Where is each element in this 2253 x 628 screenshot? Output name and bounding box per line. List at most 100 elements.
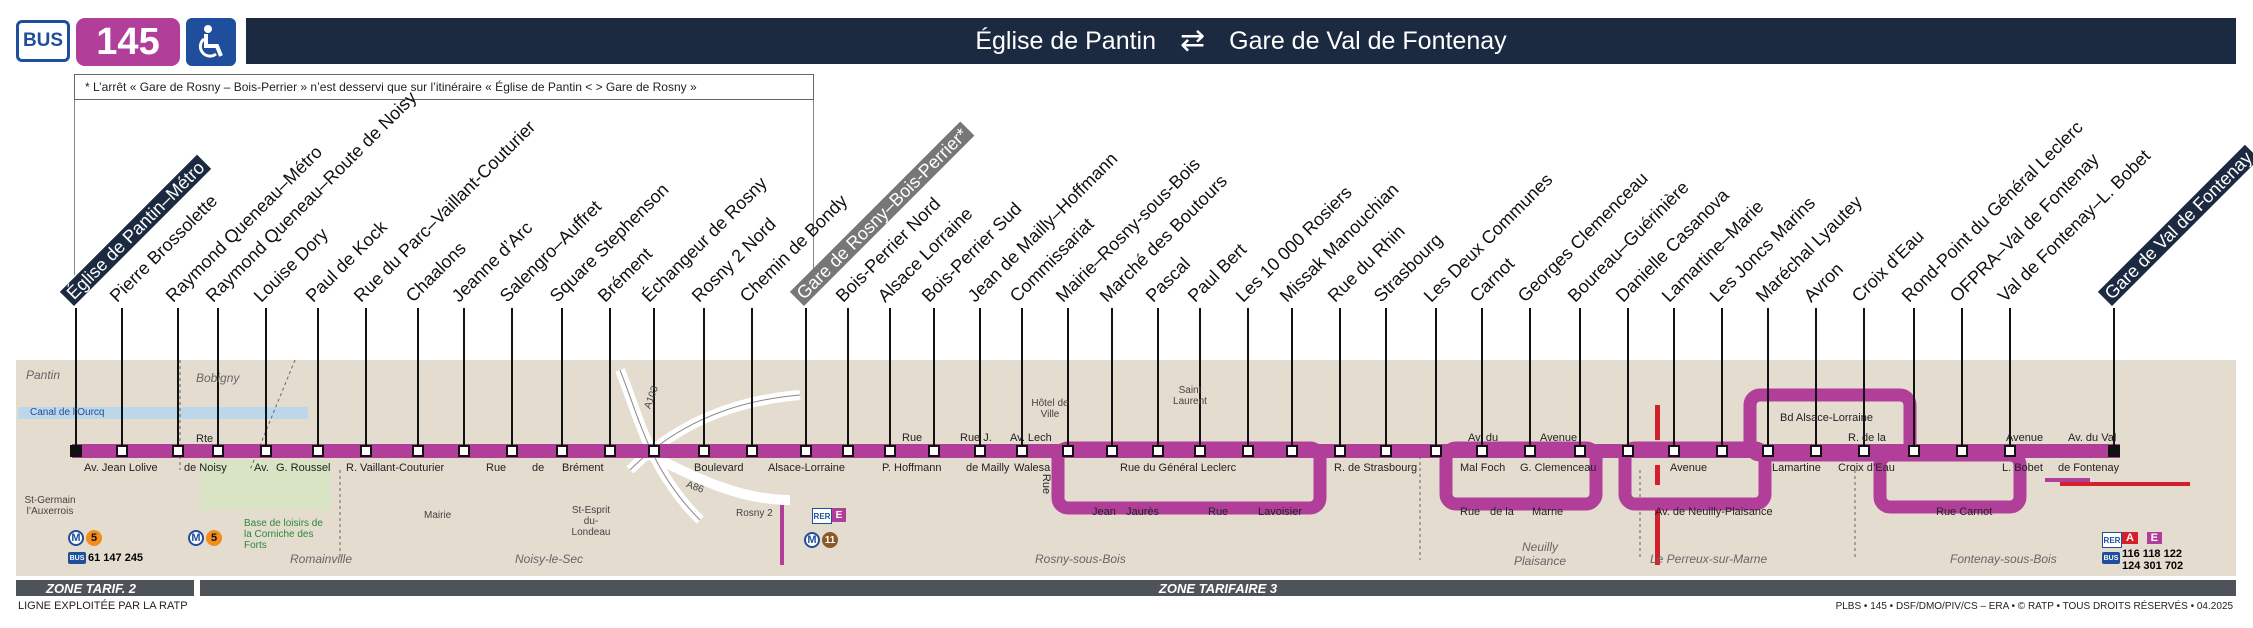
stop-marker[interactable]	[1908, 445, 1920, 457]
street-label: P. Hoffmann	[882, 462, 942, 474]
stop-marker[interactable]	[1242, 445, 1254, 457]
stop-marker[interactable]	[698, 445, 710, 457]
canal	[18, 407, 308, 419]
street-label: Av. Jean Lolive	[84, 462, 158, 474]
street-label: G. Roussel	[276, 462, 331, 474]
place-label: Canal de l’Ourcq	[30, 407, 105, 418]
street-label: Jean	[1092, 506, 1116, 518]
stop-marker[interactable]	[2004, 445, 2016, 457]
rer-line-badge: E	[832, 508, 846, 522]
highway	[637, 445, 791, 505]
stop-stem	[317, 308, 319, 448]
stop-marker[interactable]	[746, 445, 758, 457]
stop-marker[interactable]	[1152, 445, 1164, 457]
stop-marker[interactable]	[1334, 445, 1346, 457]
street-label: Marne	[1532, 506, 1564, 518]
stop-marker[interactable]	[648, 445, 660, 457]
stop-marker[interactable]	[1016, 445, 1028, 457]
credits-text: PLBS • 145 • DSF/DMO/PIV/CS – ERA • © RA…	[1835, 601, 2233, 612]
stop-marker[interactable]	[556, 445, 568, 457]
stop-marker[interactable]	[1106, 445, 1118, 457]
street-label: Av. du Val	[2068, 432, 2117, 444]
stop-stem	[121, 308, 123, 448]
town-label: Neuilly Plaisance	[1513, 540, 1567, 568]
street-label: L. Bobet	[2002, 462, 2043, 474]
stop-marker[interactable]	[1716, 445, 1728, 457]
stop-marker[interactable]	[70, 445, 82, 457]
stop-stem	[1627, 308, 1629, 448]
stop-stem	[1579, 308, 1581, 448]
street-label: Avenue	[2006, 432, 2044, 444]
stop-marker[interactable]	[1810, 445, 1822, 457]
stop-marker[interactable]	[312, 445, 324, 457]
stop-marker[interactable]	[1430, 445, 1442, 457]
metro-icon: M	[804, 532, 820, 548]
street-label: Av. du	[1468, 432, 1499, 444]
stop-marker[interactable]	[1622, 445, 1634, 457]
street-label: Rue Carnot	[1936, 506, 1993, 518]
rer-line-badges: A E	[2122, 530, 2162, 546]
route-loop	[1051, 441, 1327, 515]
metro-icon: M	[68, 530, 84, 546]
stop-marker[interactable]	[1286, 445, 1298, 457]
stop-marker[interactable]	[884, 445, 896, 457]
stop-marker[interactable]	[604, 445, 616, 457]
street-label: de la	[1490, 506, 1514, 518]
stop-marker[interactable]	[116, 445, 128, 457]
stop-marker[interactable]	[1524, 445, 1536, 457]
town-label: Romainville	[290, 552, 353, 566]
stop-marker[interactable]	[172, 445, 184, 457]
stop-marker[interactable]	[360, 445, 372, 457]
stop-marker[interactable]	[1062, 445, 1074, 457]
stop-marker[interactable]	[1668, 445, 1680, 457]
stop-stem	[1863, 308, 1865, 448]
street-label: Avenue	[1670, 462, 1708, 474]
street-label: R. de Strasbourg	[1334, 462, 1418, 474]
stop-marker[interactable]	[412, 445, 424, 457]
place-label: St-Esprit du-Londeau	[571, 505, 611, 538]
place-label: Base de loisirs de la Corniche des Forts	[244, 518, 323, 551]
street-label: Rue	[1208, 506, 1229, 518]
street-label: Croix d’Eau	[1838, 462, 1895, 474]
stop-stem	[1767, 308, 1769, 448]
stop-marker[interactable]	[1762, 445, 1774, 457]
stop-marker[interactable]	[1476, 445, 1488, 457]
stop-marker[interactable]	[842, 445, 854, 457]
stop-stem	[703, 308, 705, 448]
street-label: Brément	[562, 462, 604, 474]
street-label: Rue du Général Leclerc	[1120, 462, 1237, 474]
street-label: Av.	[254, 462, 269, 474]
street-label: R. de la	[1848, 432, 1886, 444]
street-label: Rue J.	[960, 432, 992, 444]
connection-buses: 116 118 122 124 301 702	[2122, 548, 2184, 572]
stop-marker[interactable]	[260, 445, 272, 457]
stop-stem	[1199, 308, 1201, 448]
commune-border	[179, 359, 1856, 560]
stop-marker[interactable]	[1956, 445, 1968, 457]
stop-marker[interactable]	[928, 445, 940, 457]
park-area	[200, 460, 330, 510]
stop-marker[interactable]	[212, 445, 224, 457]
stop-stem	[217, 308, 219, 448]
street-label: Jaurès	[1126, 506, 1160, 518]
stop-marker[interactable]	[506, 445, 518, 457]
stop-marker[interactable]	[974, 445, 986, 457]
note-bracket-line	[813, 100, 814, 285]
stop-marker[interactable]	[1380, 445, 1392, 457]
stop-stem	[561, 308, 563, 448]
stop-marker[interactable]	[1574, 445, 1586, 457]
bus-icon: BUS	[68, 552, 86, 564]
stop-marker[interactable]	[800, 445, 812, 457]
stop-stem	[1961, 308, 1963, 448]
street-label: Walesa	[1014, 462, 1051, 474]
stop-marker[interactable]	[1194, 445, 1206, 457]
route-loop	[1439, 441, 1603, 511]
rer-icon: RER	[812, 508, 832, 524]
rer-line	[1655, 405, 1660, 440]
stop-marker[interactable]	[1858, 445, 1870, 457]
bus-icon: BUS	[2102, 552, 2120, 564]
stop-marker[interactable]	[458, 445, 470, 457]
stop-stem	[2113, 308, 2115, 448]
stop-stem	[979, 308, 981, 448]
stop-marker[interactable]	[2108, 445, 2120, 457]
